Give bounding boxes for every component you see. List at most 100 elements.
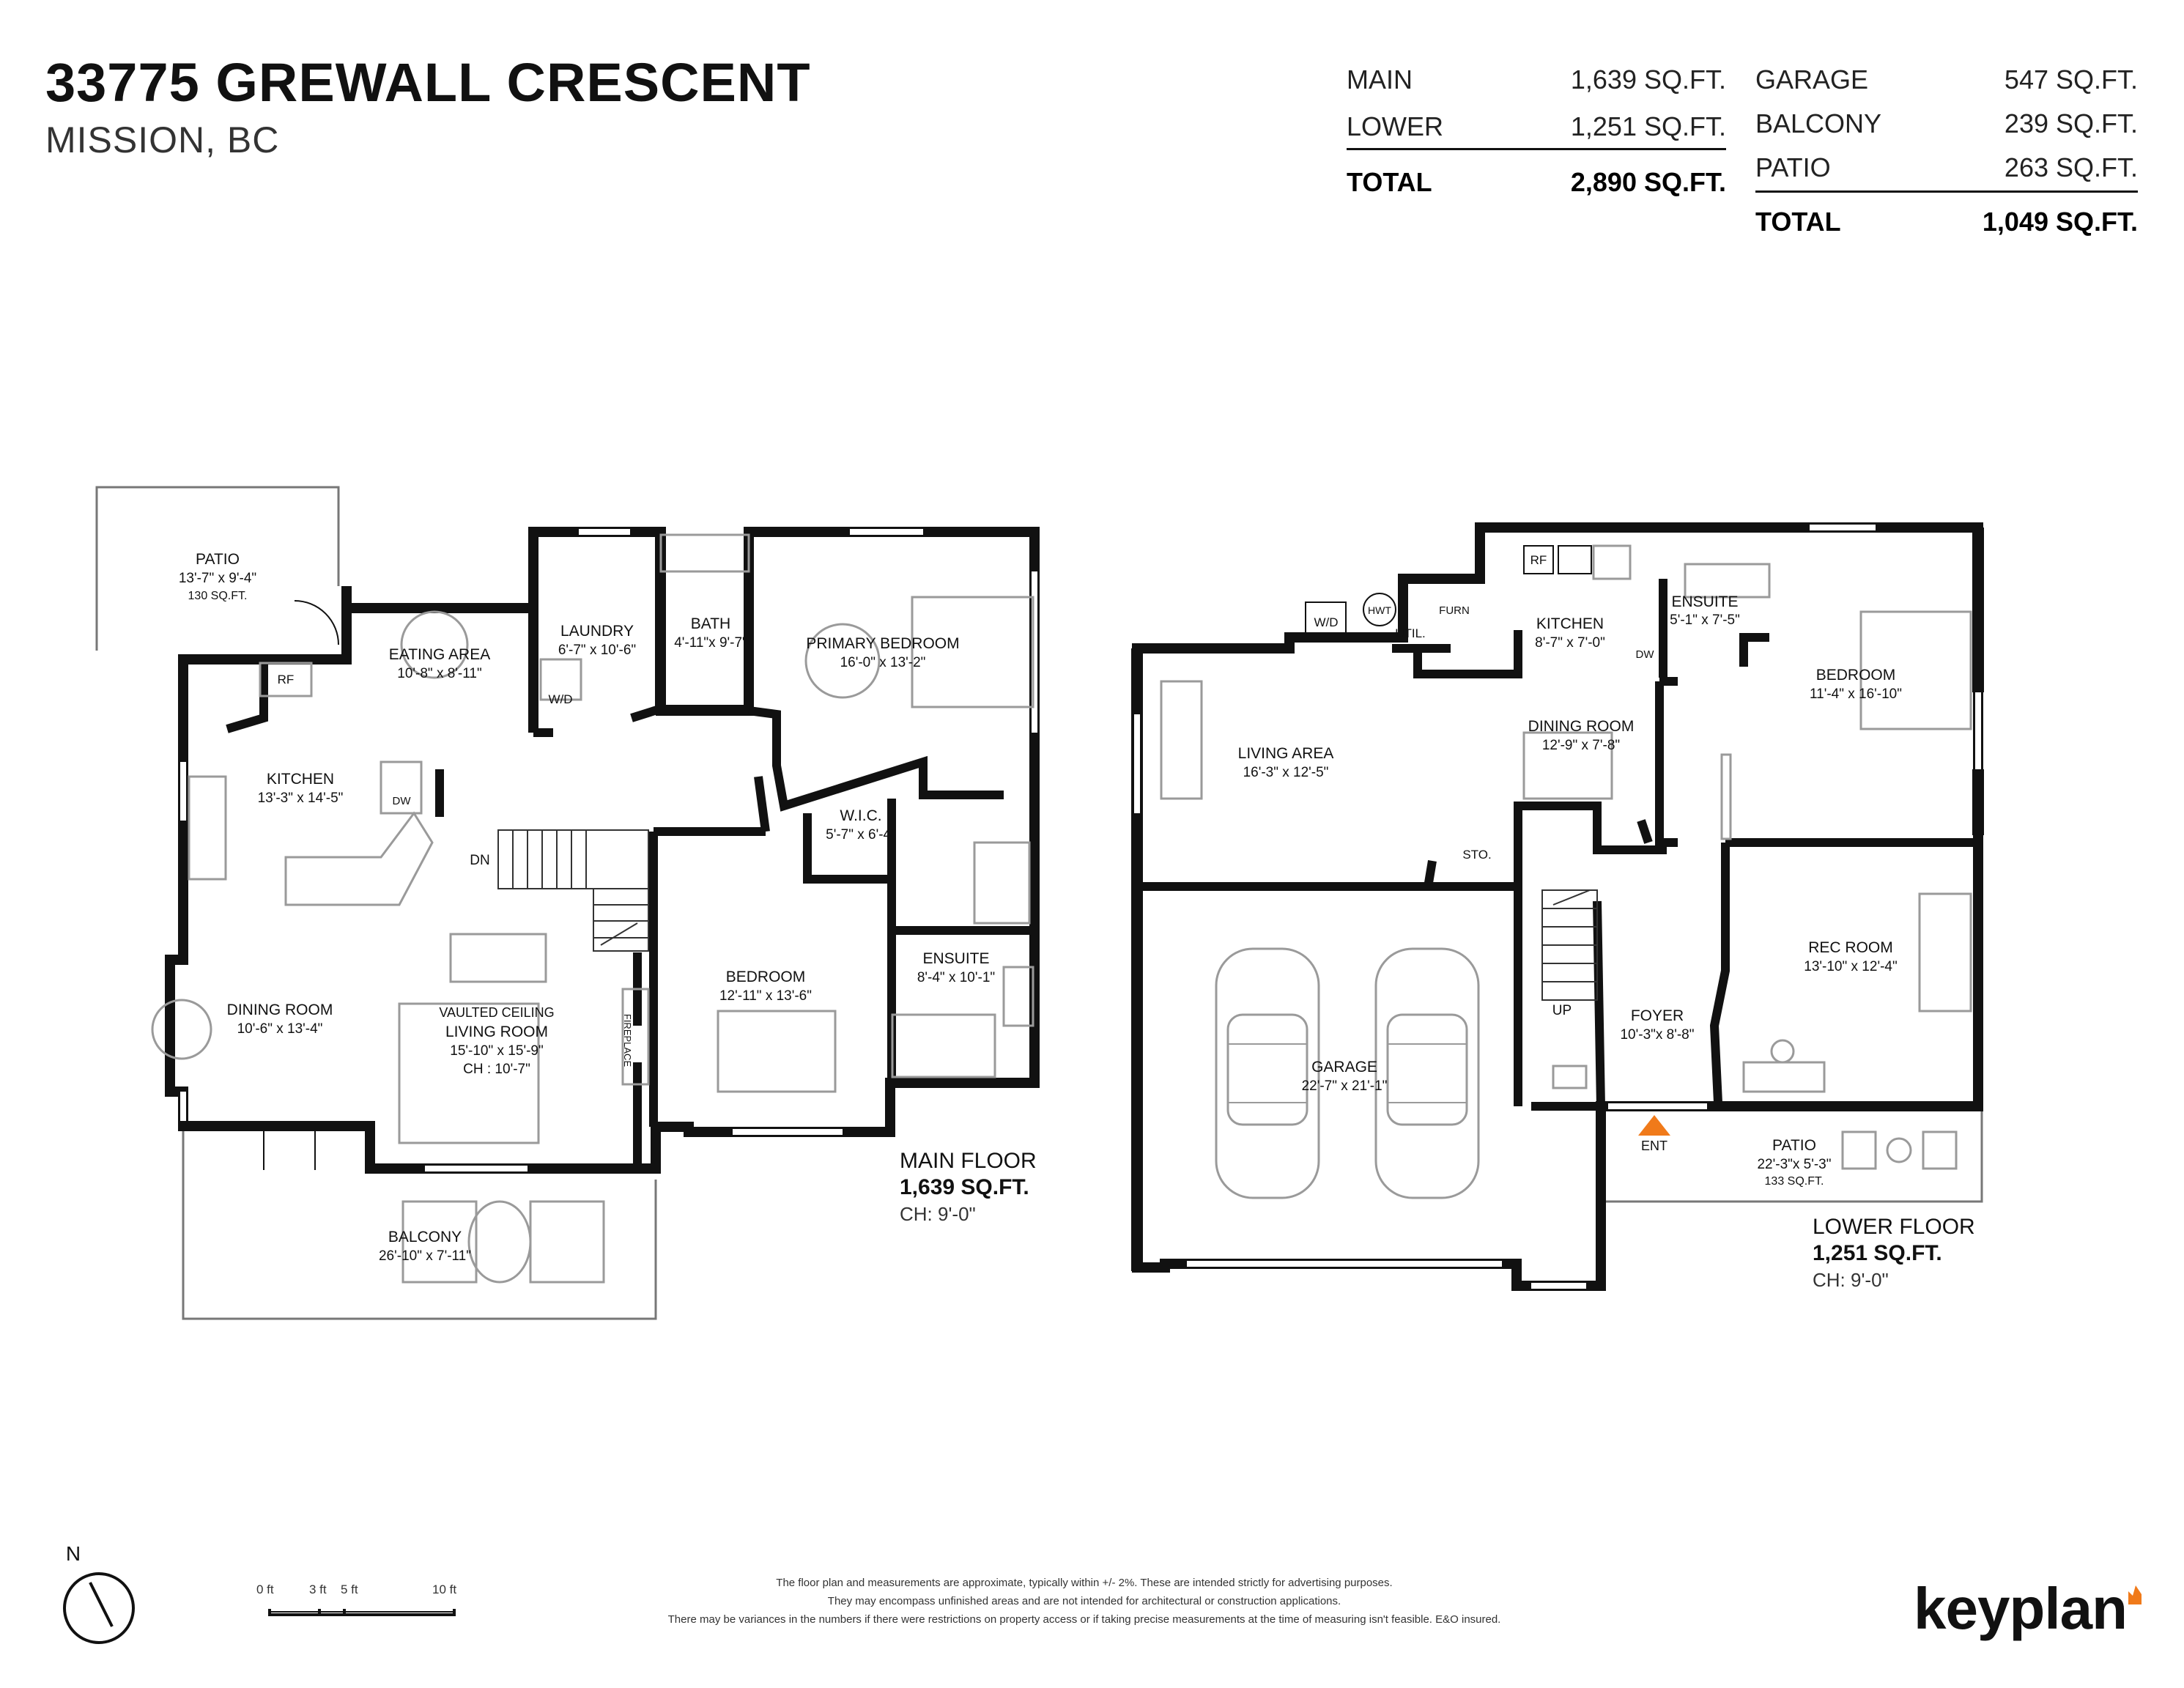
- interior-area-table: MAIN 1,639 SQ.FT. LOWER 1,251 SQ.FT. TOT…: [1347, 64, 1726, 204]
- main-floor-interior-walls: [226, 533, 1034, 1165]
- area-label: BALCONY: [1755, 108, 1882, 138]
- lower-floor-size: 1,251 SQ.FT.: [1813, 1241, 1942, 1265]
- main-dining-dims: 10'-6" x 13'-4": [237, 1021, 323, 1037]
- brand-wordmark: keyplan: [1914, 1576, 2128, 1641]
- compass-needle-icon: [89, 1582, 114, 1627]
- area-value: 1,049 SQ.FT.: [1982, 207, 2138, 237]
- scale-tick-0: 0 ft: [256, 1582, 274, 1596]
- entrance-label: ENT: [1641, 1139, 1667, 1153]
- area-label: MAIN: [1347, 64, 1413, 95]
- main-dining-name: DINING ROOM: [227, 1002, 333, 1018]
- primary-bedroom-dims: 16'-0" x 13'-2": [840, 655, 926, 670]
- laundry-dims: 6'-7" x 10'-6": [558, 643, 636, 658]
- lower-floor-ceiling: CH: 9'-0": [1813, 1269, 1889, 1291]
- area-row-garage: GARAGE 547 SQ.FT.: [1755, 64, 2138, 101]
- main-floor-fixtures: [151, 533, 1034, 1284]
- lower-floor-label: LOWER FLOOR 1,251 SQ.FT. CH: 9'-0": [1813, 1214, 1975, 1293]
- lower-floor-windows: [1134, 525, 1981, 1289]
- main-kitchen-dims: 13'-3" x 14'-5": [258, 791, 344, 806]
- storage-label: STO.: [1462, 848, 1491, 862]
- compass-icon: [63, 1572, 135, 1644]
- garage-dims: 22'-7" x 21'-1": [1302, 1078, 1388, 1094]
- disclaimer: The floor plan and measurements are appr…: [557, 1574, 1612, 1629]
- wic-dims: 5'-7" x 6'-4": [826, 827, 896, 843]
- main-floor-plan: PATIO 13'-7" x 9'-4" 130 SQ.FT. EATING A…: [95, 486, 1040, 1320]
- car-icon: [1374, 947, 1480, 1199]
- area-value: 1,639 SQ.FT.: [1570, 64, 1726, 95]
- north-label: N: [66, 1542, 81, 1565]
- lower-floor-fixtures: [1160, 544, 1972, 1170]
- main-patio-dims: 13'-7" x 9'-4": [179, 571, 256, 586]
- garage-name: GARAGE: [1311, 1059, 1377, 1076]
- main-fridge-label: RF: [278, 673, 295, 686]
- scale-tick-10: 10 ft: [432, 1582, 457, 1596]
- area-row-balcony: BALCONY 239 SQ.FT.: [1755, 108, 2138, 145]
- balcony-outline: [182, 1126, 657, 1320]
- main-floor-stairs: [497, 829, 649, 952]
- stairs-up-label: UP: [1552, 1003, 1572, 1018]
- area-label: TOTAL: [1347, 167, 1432, 197]
- lower-washer-dryer-label: W/D: [1314, 615, 1338, 629]
- area-value: 2,890 SQ.FT.: [1570, 167, 1726, 197]
- lower-bedroom-dims: 11'-4" x 16'-10": [1810, 686, 1902, 702]
- lower-patio-name: PATIO: [1772, 1137, 1816, 1154]
- disclaimer-line: They may encompass unfinished areas and …: [827, 1595, 1341, 1607]
- area-value: 1,251 SQ.FT.: [1570, 111, 1726, 141]
- main-bedroom-dims: 12'-11" x 13'-6": [719, 988, 812, 1004]
- balcony-name: BALCONY: [388, 1229, 462, 1245]
- patio-outline: [95, 486, 340, 651]
- rec-room-name: REC ROOM: [1808, 939, 1893, 956]
- living-area-name: LIVING AREA: [1238, 745, 1334, 762]
- car-icon: [1215, 947, 1320, 1199]
- disclaimer-line: There may be variances in the numbers if…: [667, 1613, 1501, 1626]
- main-floor-name: MAIN FLOOR: [900, 1149, 1037, 1173]
- main-patio-area: 130 SQ.FT.: [188, 590, 248, 602]
- hot-water-tank-icon: [1363, 593, 1396, 626]
- main-floor-ceiling: CH: 9'-0": [900, 1203, 976, 1225]
- property-address: 33775 GREWALL CRESCENT: [45, 52, 811, 113]
- area-label: TOTAL: [1755, 207, 1841, 237]
- hot-water-tank-label: HWT: [1368, 604, 1391, 616]
- main-kitchen-name: KITCHEN: [267, 771, 334, 788]
- eating-area-name: EATING AREA: [389, 646, 490, 663]
- lower-kitchen-dims: 8'-7" x 7'-0": [1535, 635, 1605, 651]
- wic-name: W.I.C.: [840, 807, 881, 824]
- area-label: LOWER: [1347, 111, 1444, 141]
- foyer-name: FOYER: [1631, 1007, 1684, 1024]
- area-value: 239 SQ.FT.: [2004, 108, 2138, 138]
- stairs-down-label: DN: [470, 853, 489, 868]
- living-room-ceiling: CH : 10'-7": [463, 1062, 530, 1077]
- eating-area-dims: 10'-8" x 8'-11": [397, 666, 481, 681]
- primary-bedroom-name: PRIMARY BEDROOM: [806, 635, 959, 652]
- utility-label: UTIL.: [1395, 626, 1426, 640]
- lower-dishwasher-label: DW: [1636, 648, 1655, 661]
- main-dishwasher-label: DW: [393, 795, 412, 807]
- foyer-dims: 10'-3"x 8'-8": [1620, 1027, 1694, 1043]
- area-value: 547 SQ.FT.: [2004, 64, 2138, 95]
- lower-dining-dims: 12'-9" x 7'-8": [1542, 738, 1620, 753]
- logo-flame-icon: [2128, 1585, 2142, 1604]
- lower-floor-stairs: [1541, 889, 1598, 1001]
- bath-name: BATH: [691, 615, 730, 632]
- lower-utility-boxes: [1305, 545, 1592, 641]
- bath-dims: 4'-11"x 9'-7": [674, 635, 747, 651]
- scale-tick-3: 3 ft: [309, 1582, 327, 1596]
- lower-floor-exterior-walls: [1132, 522, 1983, 1291]
- vaulted-ceiling-note: VAULTED CEILING: [439, 1005, 554, 1020]
- washer-dryer-label: W/D: [548, 692, 572, 706]
- lower-bedroom-name: BEDROOM: [1816, 667, 1896, 684]
- living-area-dims: 16'-3" x 12'-5": [1243, 765, 1329, 780]
- lower-patio-area: 133 SQ.FT.: [1765, 1175, 1824, 1188]
- lower-patio-dims: 22'-3"x 5'-3": [1757, 1157, 1831, 1172]
- main-patio-name: PATIO: [196, 551, 240, 568]
- lower-kitchen-name: KITCHEN: [1536, 615, 1604, 632]
- north-arrow: N: [63, 1542, 135, 1644]
- area-value: 263 SQ.FT.: [2004, 152, 2138, 182]
- main-floor-doors: [263, 600, 339, 1170]
- scale-tick-5: 5 ft: [341, 1582, 358, 1596]
- main-ensuite-name: ENSUITE: [922, 950, 989, 967]
- lower-floor-interior-walls: [1137, 579, 1978, 1111]
- area-label: PATIO: [1755, 152, 1831, 182]
- area-row-patio: PATIO 263 SQ.FT.: [1755, 152, 2138, 189]
- main-floor-label: MAIN FLOOR 1,639 SQ.FT. CH: 9'-0": [900, 1148, 1037, 1227]
